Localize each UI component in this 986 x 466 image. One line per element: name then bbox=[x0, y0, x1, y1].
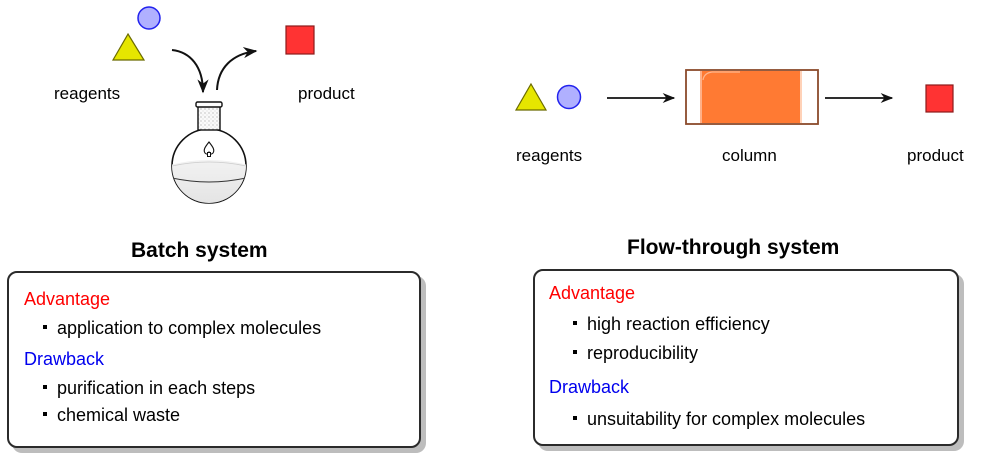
flow-drawback-heading: Drawback bbox=[549, 377, 630, 397]
bullet-icon bbox=[573, 416, 577, 421]
batch-product-square-icon bbox=[285, 25, 315, 55]
flow-column-label: column bbox=[722, 146, 777, 165]
flow-advantage-heading: Advantage bbox=[549, 283, 636, 303]
batch-drawback-item: purification in each steps bbox=[43, 379, 255, 397]
bullet-icon bbox=[573, 350, 577, 355]
batch-title: Batch system bbox=[131, 239, 268, 262]
batch-reagent-triangle-icon bbox=[111, 32, 146, 61]
batch-advantage-heading: Advantage bbox=[24, 289, 111, 309]
flow-drawback-item: unsuitability for complex molecules bbox=[573, 410, 865, 428]
flow-title: Flow-through system bbox=[627, 236, 840, 259]
flow-advantage-item: high reaction efficiency bbox=[573, 315, 770, 333]
batch-product-label: product bbox=[298, 84, 355, 103]
batch-summary-box: Advantage application to complex molecul… bbox=[7, 271, 421, 448]
bullet-icon bbox=[43, 385, 47, 390]
batch-reagent-circle-icon bbox=[137, 6, 161, 30]
flow-summary-box: Advantage high reaction efficiency repro… bbox=[533, 269, 959, 446]
batch-drawback-heading: Drawback bbox=[24, 349, 105, 369]
bullet-icon bbox=[43, 412, 47, 417]
flow-product-label: product bbox=[907, 146, 964, 165]
batch-arrow-in-icon bbox=[171, 49, 209, 94]
flow-product-square-icon bbox=[925, 84, 954, 113]
batch-arrow-out-icon bbox=[216, 47, 258, 91]
batch-advantage-item: application to complex molecules bbox=[43, 319, 321, 337]
column-icon bbox=[685, 69, 819, 125]
flow-reagent-circle-icon bbox=[556, 84, 582, 110]
flask-icon bbox=[171, 101, 247, 204]
batch-drawback-item: chemical waste bbox=[43, 406, 180, 424]
bullet-icon bbox=[573, 321, 577, 326]
batch-reagents-label: reagents bbox=[54, 84, 121, 103]
flow-reagent-triangle-icon bbox=[514, 82, 548, 111]
flow-reagents-label: reagents bbox=[516, 146, 583, 165]
flow-advantage-item: reproducibility bbox=[573, 344, 698, 362]
bullet-icon bbox=[43, 325, 47, 330]
